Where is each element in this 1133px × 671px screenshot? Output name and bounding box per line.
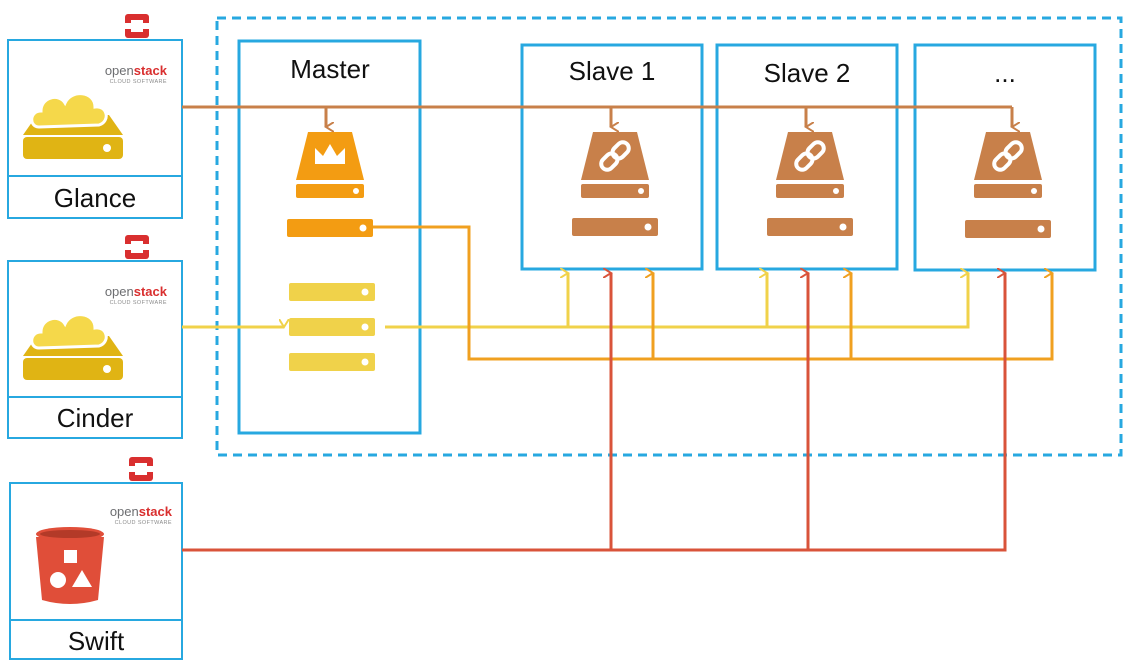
svg-text:openstack: openstack — [105, 63, 168, 78]
master-volume-connector — [373, 225, 1052, 361]
svg-text:openstack: openstack — [110, 504, 173, 519]
storage-blade-middle — [289, 318, 375, 336]
slave-1-volume-disk — [572, 218, 658, 236]
master-label: Master — [290, 54, 370, 84]
link-disk-icon — [972, 130, 1044, 200]
bucket-icon — [36, 527, 104, 604]
slave-1-label: Slave 1 — [569, 56, 656, 86]
glance-image-connector — [182, 105, 1012, 127]
openstack-brand-light: open — [105, 63, 134, 78]
glance-label: Glance — [54, 183, 136, 213]
crown-disk-icon — [296, 132, 364, 198]
more-slaves-volume-disk — [965, 220, 1051, 238]
slave-2-label: Slave 2 — [764, 58, 851, 88]
swift-panel[interactable]: openstack CLOUD SOFTWARE Swift — [9, 457, 183, 660]
openstack-tagline: CLOUD SOFTWARE — [110, 79, 167, 85]
openstack-brand-light: open — [105, 284, 134, 299]
cluster-boundary — [215, 16, 1123, 457]
link-disk-icon — [774, 130, 846, 200]
cinder-volume-connector — [182, 273, 968, 327]
openstack-tagline: CLOUD SOFTWARE — [110, 300, 167, 306]
openstack-brand-bold: stack — [139, 504, 173, 519]
swift-object-connector — [182, 273, 1005, 552]
master-volume-disk — [287, 219, 373, 237]
openstack-logo-icon — [128, 457, 154, 481]
master-node[interactable]: Master — [237, 39, 422, 435]
openstack-tagline: CLOUD SOFTWARE — [115, 520, 172, 526]
glance-panel[interactable]: openstack CLOUD SOFTWARE Glance — [7, 14, 183, 219]
swift-label: Swift — [68, 626, 125, 656]
slave-2-volume-disk — [767, 218, 853, 236]
more-slaves-node[interactable]: ... — [913, 43, 1097, 272]
link-disk-icon — [579, 130, 651, 200]
openstack-brand-light: open — [110, 504, 139, 519]
slave-1-node[interactable]: Slave 1 — [520, 43, 704, 271]
cinder-label: Cinder — [57, 403, 134, 433]
openstack-logo-icon — [124, 14, 150, 38]
slave-2-node[interactable]: Slave 2 — [715, 43, 899, 271]
cinder-panel[interactable]: openstack CLOUD SOFTWARE Cinder — [7, 235, 183, 439]
openstack-brand-bold: stack — [134, 284, 168, 299]
storage-blade-bottom — [289, 353, 375, 371]
openstack-brand-bold: stack — [134, 63, 168, 78]
more-slaves-label: ... — [994, 58, 1016, 88]
storage-blade-top — [289, 283, 375, 301]
openstack-logo-icon — [124, 235, 150, 259]
svg-text:openstack: openstack — [105, 284, 168, 299]
